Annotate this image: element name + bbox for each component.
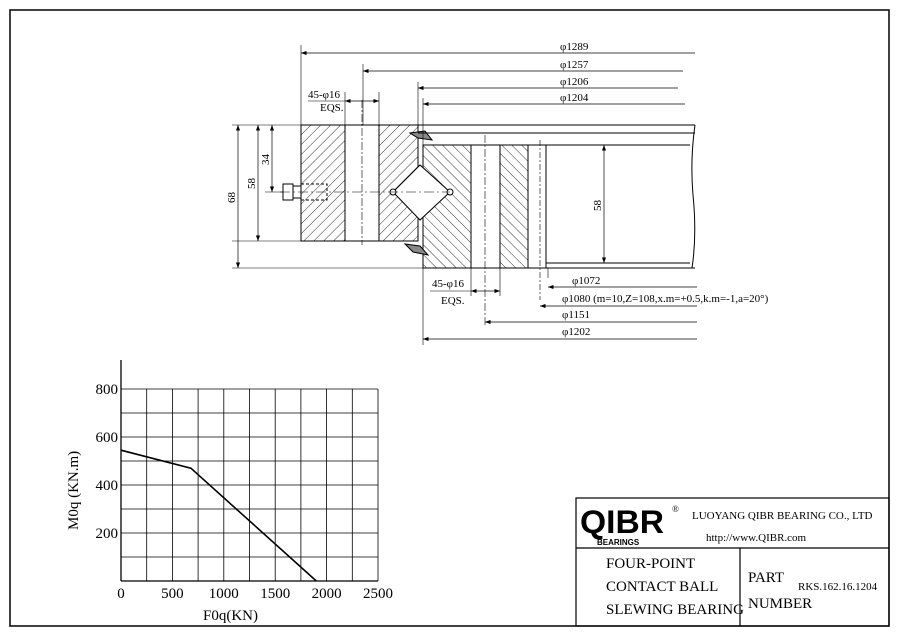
- x-tick-label: 500: [161, 586, 184, 602]
- load-curve-line: [120, 449, 317, 582]
- outer-holes-note: EQS.: [320, 102, 344, 114]
- dim-height-inner: 58: [592, 200, 604, 212]
- dim-outer-diameter: φ1289: [560, 41, 589, 53]
- title-block: [575, 497, 890, 627]
- company-website: http://www.QIBR.com: [706, 532, 807, 544]
- dim-outer-ring-id: φ1206: [560, 76, 589, 88]
- dim-height-outer: 58: [246, 178, 258, 190]
- description-line-3: SLEWING BEARING: [606, 602, 744, 618]
- inner-holes-note: EQS.: [441, 295, 465, 307]
- y-tick-label: 400: [96, 478, 119, 494]
- y-tick-label: 600: [96, 430, 119, 446]
- gear-teeth-region: [527, 144, 547, 269]
- x-tick-label: 2000: [312, 586, 342, 602]
- x-tick-label: 1000: [209, 586, 239, 602]
- inner-bolt-hole: [470, 144, 501, 269]
- dim-bolt-circle-inner: φ1151: [562, 309, 590, 321]
- company-logo: QIBR: [580, 504, 664, 540]
- x-tick-label: 0: [117, 586, 125, 602]
- description-line-2: CONTACT BALL: [606, 579, 718, 595]
- company-name: LUOYANG QIBR BEARING CO., LTD: [692, 510, 873, 522]
- dim-height-overall: 68: [226, 192, 238, 204]
- dim-inner-ring-max: φ1202: [562, 326, 590, 338]
- load-curve-chart: 0 500 1000 1500 2000 2500 200 400 600 800: [96, 360, 393, 602]
- sheet-border: [9, 9, 890, 627]
- dim-height-bolt: 34: [260, 154, 272, 166]
- dim-bore: φ1072: [572, 275, 600, 287]
- x-tick-label: 1500: [260, 586, 290, 602]
- seal-bottom: [403, 243, 430, 256]
- chart-y-label: M0q (KN.m): [66, 451, 82, 530]
- bearing-section: [232, 45, 697, 345]
- dim-bolt-circle-outer: φ1257: [560, 59, 589, 71]
- registered-mark: ®: [672, 504, 679, 514]
- chart-x-label: F0q(KN): [203, 608, 258, 624]
- part-label: PART: [748, 570, 784, 586]
- part-number: RKS.162.16.1204: [798, 581, 878, 593]
- outer-holes-spec: 45-φ16: [308, 89, 341, 101]
- y-tick-label: 200: [96, 526, 119, 542]
- description-line-1: FOUR-POINT: [606, 556, 695, 572]
- inner-holes-spec: 45-φ16: [432, 278, 465, 290]
- x-tick-label: 2500: [363, 586, 393, 602]
- dim-inner-ring-od: φ1204: [560, 92, 589, 104]
- number-label: NUMBER: [748, 596, 812, 612]
- logo-subtitle: BEARINGS: [597, 538, 640, 547]
- y-tick-label: 800: [96, 382, 119, 398]
- dim-gear-pitch: φ1080 (m=10,Z=108,x.m=+0.5,k.m=-1,a=20°): [562, 293, 769, 305]
